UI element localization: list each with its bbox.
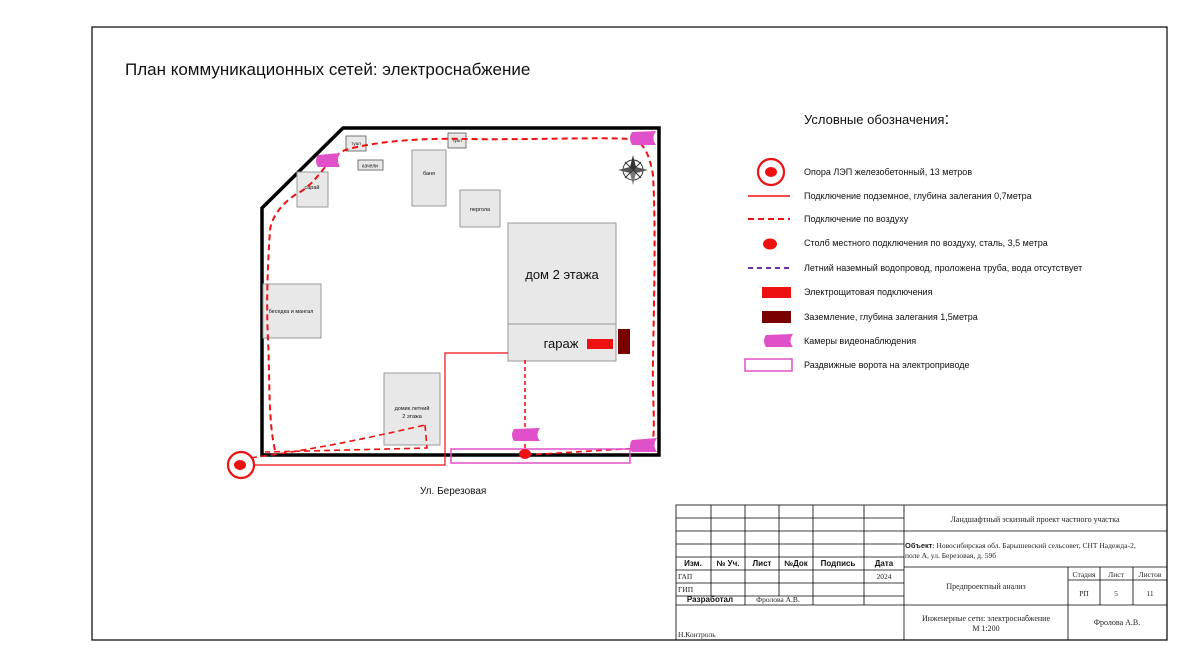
hdr-list: Лист bbox=[753, 559, 772, 568]
sheet-hdr: Лист bbox=[1108, 570, 1124, 579]
author-name: Фролова А.В. bbox=[1094, 618, 1141, 627]
pergola-label: пергола bbox=[470, 207, 491, 213]
sliding-gate bbox=[450, 448, 631, 464]
sheet-value: 5 bbox=[1114, 589, 1118, 598]
building-shed: сарай bbox=[296, 171, 329, 208]
overhead-line-summer-house bbox=[264, 424, 428, 453]
underground-line bbox=[253, 352, 508, 466]
hdr-data: Дата bbox=[875, 559, 894, 568]
building-summer-house: домик летний 2 этажа bbox=[383, 372, 441, 446]
stage-name: Предпроектный анализ bbox=[946, 582, 1025, 591]
page-title: План коммуникационных сетей: электроснаб… bbox=[125, 60, 530, 79]
building-gazebo: беседка и мангал bbox=[262, 283, 322, 339]
legend-label-camera: Камеры видеонаблюдения bbox=[804, 336, 916, 346]
house-label: дом 2 этажа bbox=[525, 267, 599, 282]
sheets-value: 11 bbox=[1146, 589, 1153, 598]
object-line-1: Объект: Новосибирская обл. Барышевский с… bbox=[905, 541, 1136, 550]
garage-label: гараж bbox=[544, 336, 579, 351]
camera-top-right bbox=[630, 131, 656, 145]
lot-boundary bbox=[260, 126, 661, 457]
gazebo-label: беседка и мангал bbox=[269, 309, 314, 315]
legend-title: Условные обозначения: bbox=[804, 109, 949, 128]
stage-value: РП bbox=[1079, 589, 1089, 598]
swing: качели bbox=[357, 159, 384, 171]
overhead-line-perimeter bbox=[266, 137, 656, 451]
shed-label: сарай bbox=[305, 184, 320, 191]
power-pole-marker bbox=[226, 450, 256, 480]
switchboard-icon bbox=[762, 287, 791, 298]
building-house: дом 2 этажа bbox=[507, 222, 617, 325]
hdr-ndok: №Док bbox=[784, 559, 809, 568]
switchboard-marker bbox=[587, 339, 613, 349]
summer-house-label-1: домик летний bbox=[395, 405, 430, 412]
hdr-podpis: Подпись bbox=[821, 559, 856, 568]
legend-label-switchboard: Электрощитовая подключения bbox=[804, 287, 933, 297]
steel-pole-marker bbox=[519, 449, 531, 459]
developed-label: Разработал bbox=[687, 595, 733, 604]
toilet-box-right: туал bbox=[447, 132, 467, 149]
legend-label-water-pipe: Летний наземный водопровод, проложена тр… bbox=[804, 263, 1082, 273]
toilet-left-label: туал bbox=[351, 141, 361, 146]
legend-label-underground: Подключение подземное, глубина залегания… bbox=[804, 191, 1032, 201]
object-line-2: поле А, ул. Березовая, д. 59б bbox=[905, 551, 996, 560]
project-title: Ландшафтный эскизный проект частного уча… bbox=[950, 515, 1119, 524]
legend: Условные обозначения: Опора ЛЭП железобе… bbox=[744, 109, 1082, 372]
building-pergola: пергола bbox=[459, 189, 501, 228]
toilet-right-label: туал bbox=[452, 138, 462, 143]
swing-label: качели bbox=[362, 164, 378, 170]
power-pole-icon bbox=[756, 157, 786, 187]
camera-icon bbox=[764, 334, 793, 347]
legend-label-gate: Раздвижные ворота на электроприводе bbox=[804, 360, 970, 370]
overhead-line-to-pole bbox=[240, 424, 426, 460]
gap-date: 2024 bbox=[877, 572, 892, 581]
hdr-izm: Изм. bbox=[684, 559, 702, 568]
camera-top-left bbox=[316, 153, 340, 167]
sheet-name-2: М 1:200 bbox=[972, 624, 999, 633]
toilet-box-left: туал bbox=[345, 135, 367, 152]
sheet-name-1: Инженерные сети: электроснабжение bbox=[922, 614, 1050, 623]
title-block-text: Изм. № Уч. Лист №Док Подпись Дата ГАП 20… bbox=[678, 515, 1162, 639]
gate-icon bbox=[744, 358, 793, 372]
compass-icon bbox=[618, 155, 648, 185]
building-bathhouse: баня bbox=[411, 149, 447, 207]
grounding-marker bbox=[618, 329, 630, 354]
camera-gate bbox=[512, 428, 540, 441]
control-label: Н.Контроль bbox=[678, 630, 716, 639]
bathhouse-label: баня bbox=[423, 171, 435, 177]
legend-label-power-pole: Опора ЛЭП железобетонный, 13 метров bbox=[804, 167, 972, 177]
legend-label-steel-pole: Столб местного подключения по воздуху, с… bbox=[804, 238, 1048, 248]
stage-hdr: Стадия bbox=[1073, 570, 1096, 579]
gap-label: ГАП bbox=[678, 572, 693, 581]
hdr-nuch: № Уч. bbox=[717, 559, 740, 568]
gip-label: ГИП bbox=[678, 585, 694, 594]
title-block bbox=[675, 504, 1168, 641]
steel-pole-icon bbox=[763, 238, 777, 250]
legend-label-grounding: Заземление, глубина залегания 1,5метра bbox=[804, 312, 978, 322]
summer-house-label-2: 2 этажа bbox=[402, 414, 422, 420]
grounding-icon bbox=[762, 311, 791, 323]
street-label: Ул. Березовая bbox=[420, 486, 486, 497]
developed-name: Фролова А.В. bbox=[756, 595, 800, 604]
legend-label-overhead: Подключение по воздуху bbox=[804, 214, 909, 224]
sheets-hdr: Листов bbox=[1139, 570, 1162, 579]
site-plan: дом 2 этажа гараж баня пергола сарай бес… bbox=[226, 126, 661, 497]
camera-bottom-right bbox=[630, 438, 657, 452]
